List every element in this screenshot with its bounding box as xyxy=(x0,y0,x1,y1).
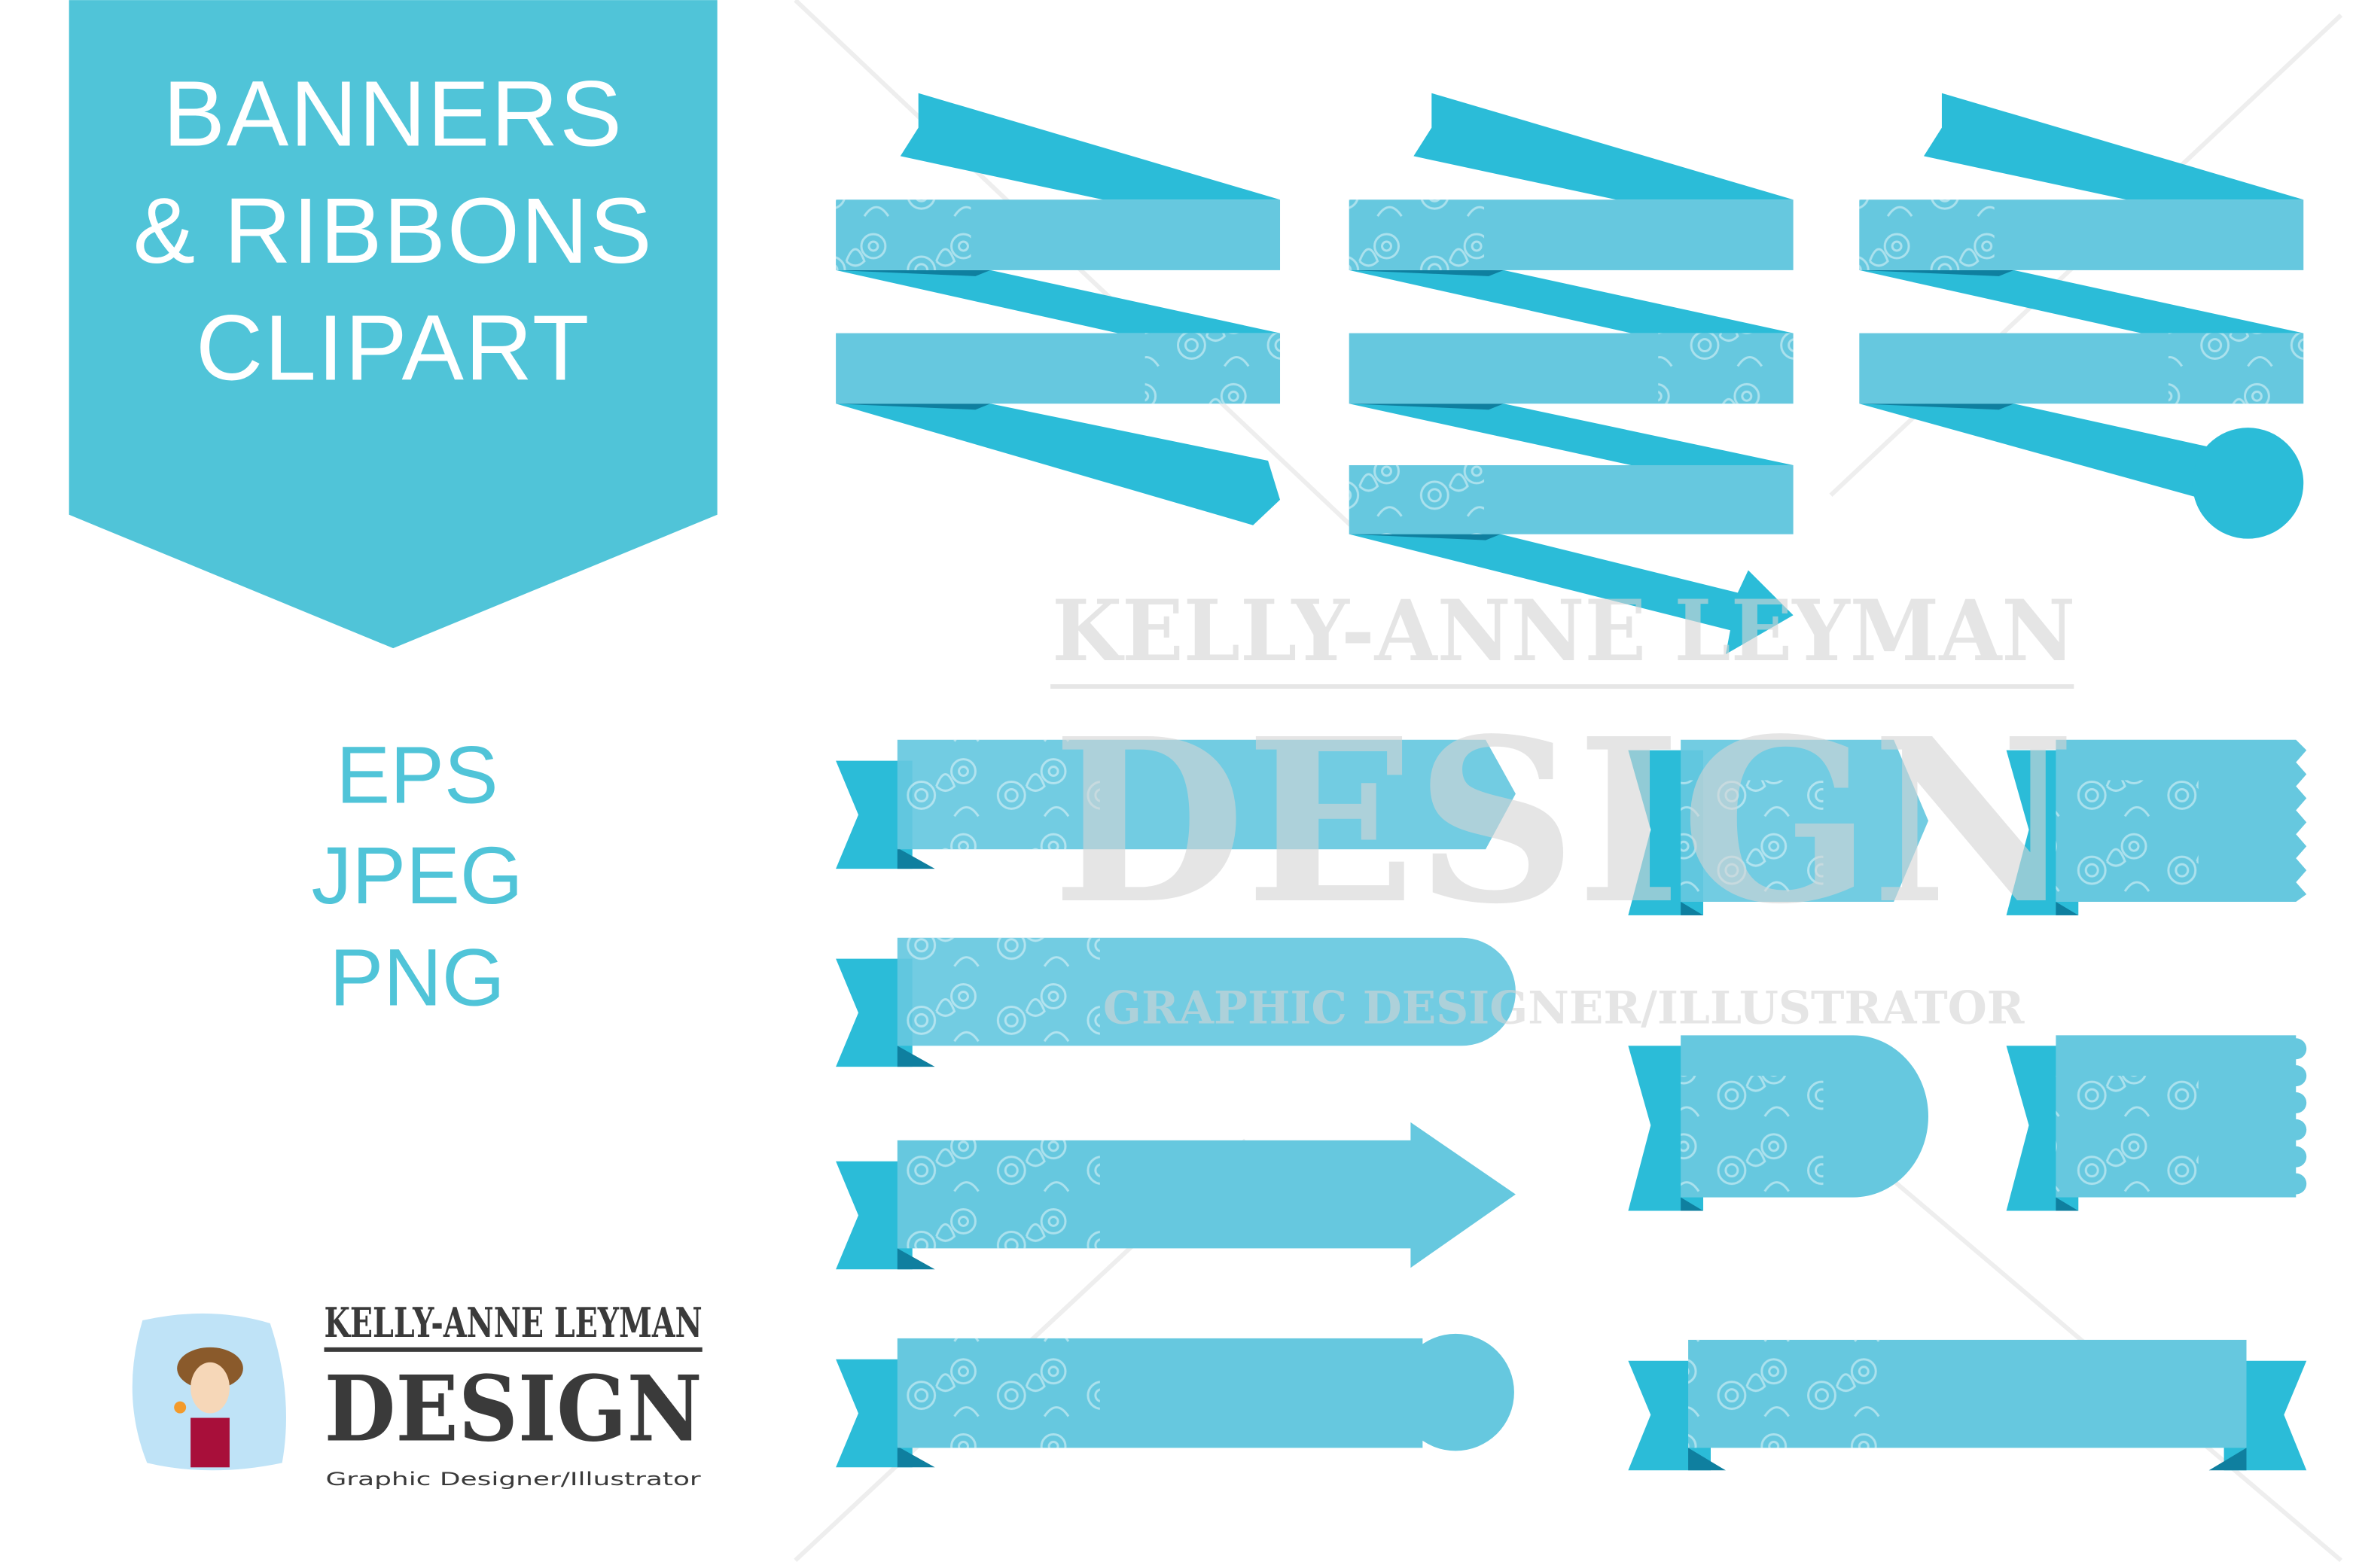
banner-double-tail xyxy=(1628,1339,2307,1471)
banner-circle-end xyxy=(836,1333,1514,1468)
banner-arrow xyxy=(836,1122,1516,1270)
format-png: PNG xyxy=(329,932,504,1022)
banner-pointed xyxy=(836,739,1516,869)
watermark-design: DESIGN xyxy=(1052,689,2075,954)
logo-design: DESIGN xyxy=(324,1356,702,1462)
title-banner: BANNERS & RIBBONS CLIPART xyxy=(69,0,718,649)
title-line-2: & RIBBONS xyxy=(133,179,654,283)
tag-scalloped xyxy=(2006,1035,2307,1211)
title-line-1: BANNERS xyxy=(163,62,623,166)
avatar-illustration xyxy=(174,1347,243,1468)
watermark-tagline: GRAPHIC DESIGNER/ILLUSTRATOR xyxy=(1103,982,2025,1034)
format-jpeg: JPEG xyxy=(312,830,523,921)
zigzag-ribbon-round xyxy=(1859,93,2304,539)
zigzag-ribbon-pointed xyxy=(836,93,1281,525)
watermark: KELLY-ANNE LEYMAN DESIGN GRAPHIC DESIGNE… xyxy=(1050,582,2075,1034)
zigzag-ribbon-arrow xyxy=(1349,93,1794,655)
logo-tagline: Graphic Designer/Illustrator xyxy=(325,1469,700,1490)
watermark-name: KELLY-ANNE LEYMAN xyxy=(1052,582,2075,680)
banner-rounded xyxy=(836,937,1516,1067)
format-eps: EPS xyxy=(336,729,498,820)
tag-zigzag xyxy=(2006,739,2307,915)
format-list: EPS JPEG PNG xyxy=(312,729,523,1022)
tag-rounded xyxy=(1628,1035,1928,1211)
tag-arrow xyxy=(1628,739,1928,915)
logo-name: KELLY-ANNE LEYMAN xyxy=(324,1299,702,1347)
brand-logo: KELLY-ANNE LEYMAN DESIGN Graphic Designe… xyxy=(132,1299,703,1490)
title-line-3: CLIPART xyxy=(196,296,590,400)
